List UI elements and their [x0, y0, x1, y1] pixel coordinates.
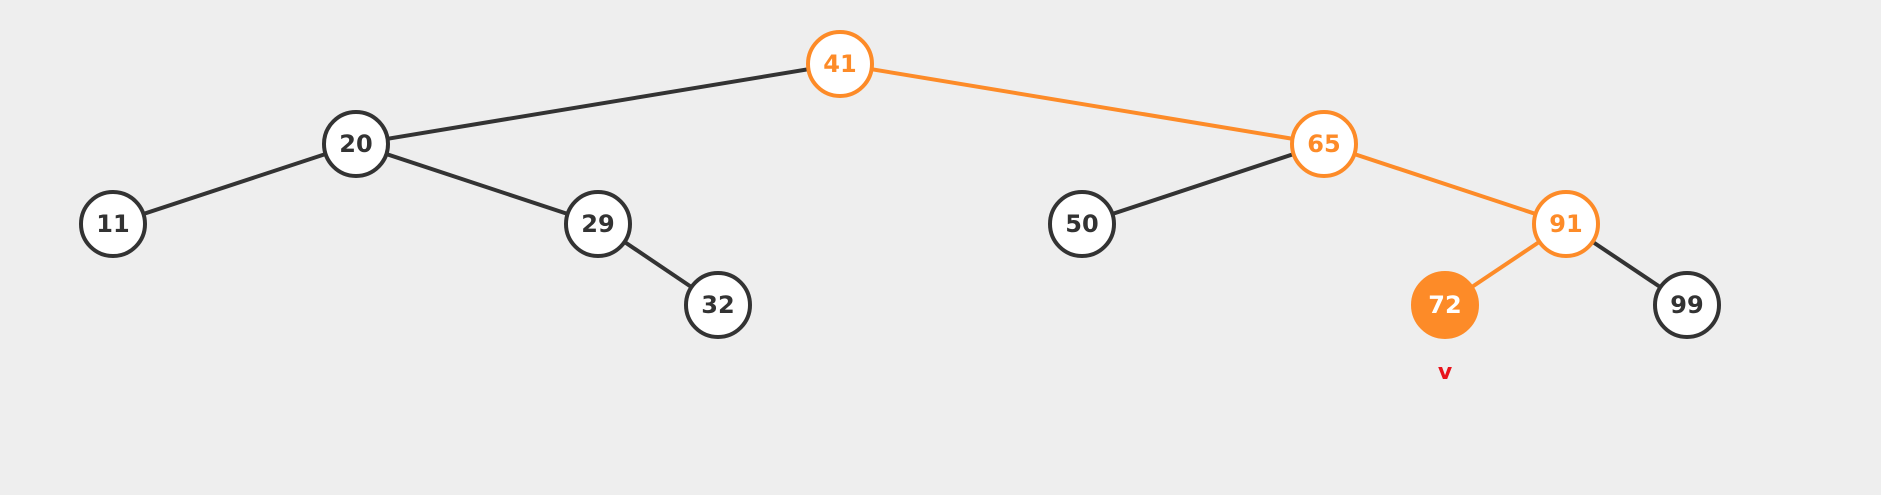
- node-circle: [1532, 190, 1600, 258]
- nodes-layer: 41 20 65 11 29 32 50 91 72 99: [79, 30, 1721, 339]
- tree-node-32: 32: [684, 271, 752, 339]
- tree-node-65: 65: [1290, 110, 1358, 178]
- node-value: 99: [1670, 291, 1703, 319]
- edge-41-20: [355, 62, 841, 146]
- node-circle: [1653, 271, 1721, 339]
- node-value: 50: [1065, 210, 1098, 238]
- marker-layer: v: [1438, 360, 1453, 385]
- node-value: 91: [1549, 210, 1582, 238]
- node-circle: [1048, 190, 1116, 258]
- node-circle: [806, 30, 874, 98]
- node-value: 65: [1307, 130, 1340, 158]
- node-value: 41: [823, 50, 856, 78]
- edge-65-91: [1323, 142, 1567, 226]
- tree-node-72: 72: [1411, 271, 1479, 339]
- node-value: 32: [701, 291, 734, 319]
- node-circle: [564, 190, 632, 258]
- tree-node-29: 29: [564, 190, 632, 258]
- current-node-marker: v: [1438, 360, 1453, 385]
- node-value: 29: [581, 210, 614, 238]
- node-circle: [684, 271, 752, 339]
- tree-node-50: 50: [1048, 190, 1116, 258]
- node-circle: [1411, 271, 1479, 339]
- edge-20-29: [355, 142, 599, 226]
- node-circle: [1290, 110, 1358, 178]
- node-value: 72: [1428, 291, 1461, 319]
- edges-layer: [112, 62, 1689, 307]
- tree-node-41: 41: [806, 30, 874, 98]
- edge-65-50: [1081, 142, 1325, 226]
- edge-41-65: [839, 62, 1325, 146]
- tree-node-91: 91: [1532, 190, 1600, 258]
- node-circle: [79, 190, 147, 258]
- tree-node-99: 99: [1653, 271, 1721, 339]
- node-value: 20: [339, 130, 372, 158]
- node-value: 11: [96, 210, 129, 238]
- node-circle: [322, 110, 390, 178]
- tree-node-20: 20: [322, 110, 390, 178]
- tree-node-11: 11: [79, 190, 147, 258]
- edge-20-11: [112, 142, 357, 226]
